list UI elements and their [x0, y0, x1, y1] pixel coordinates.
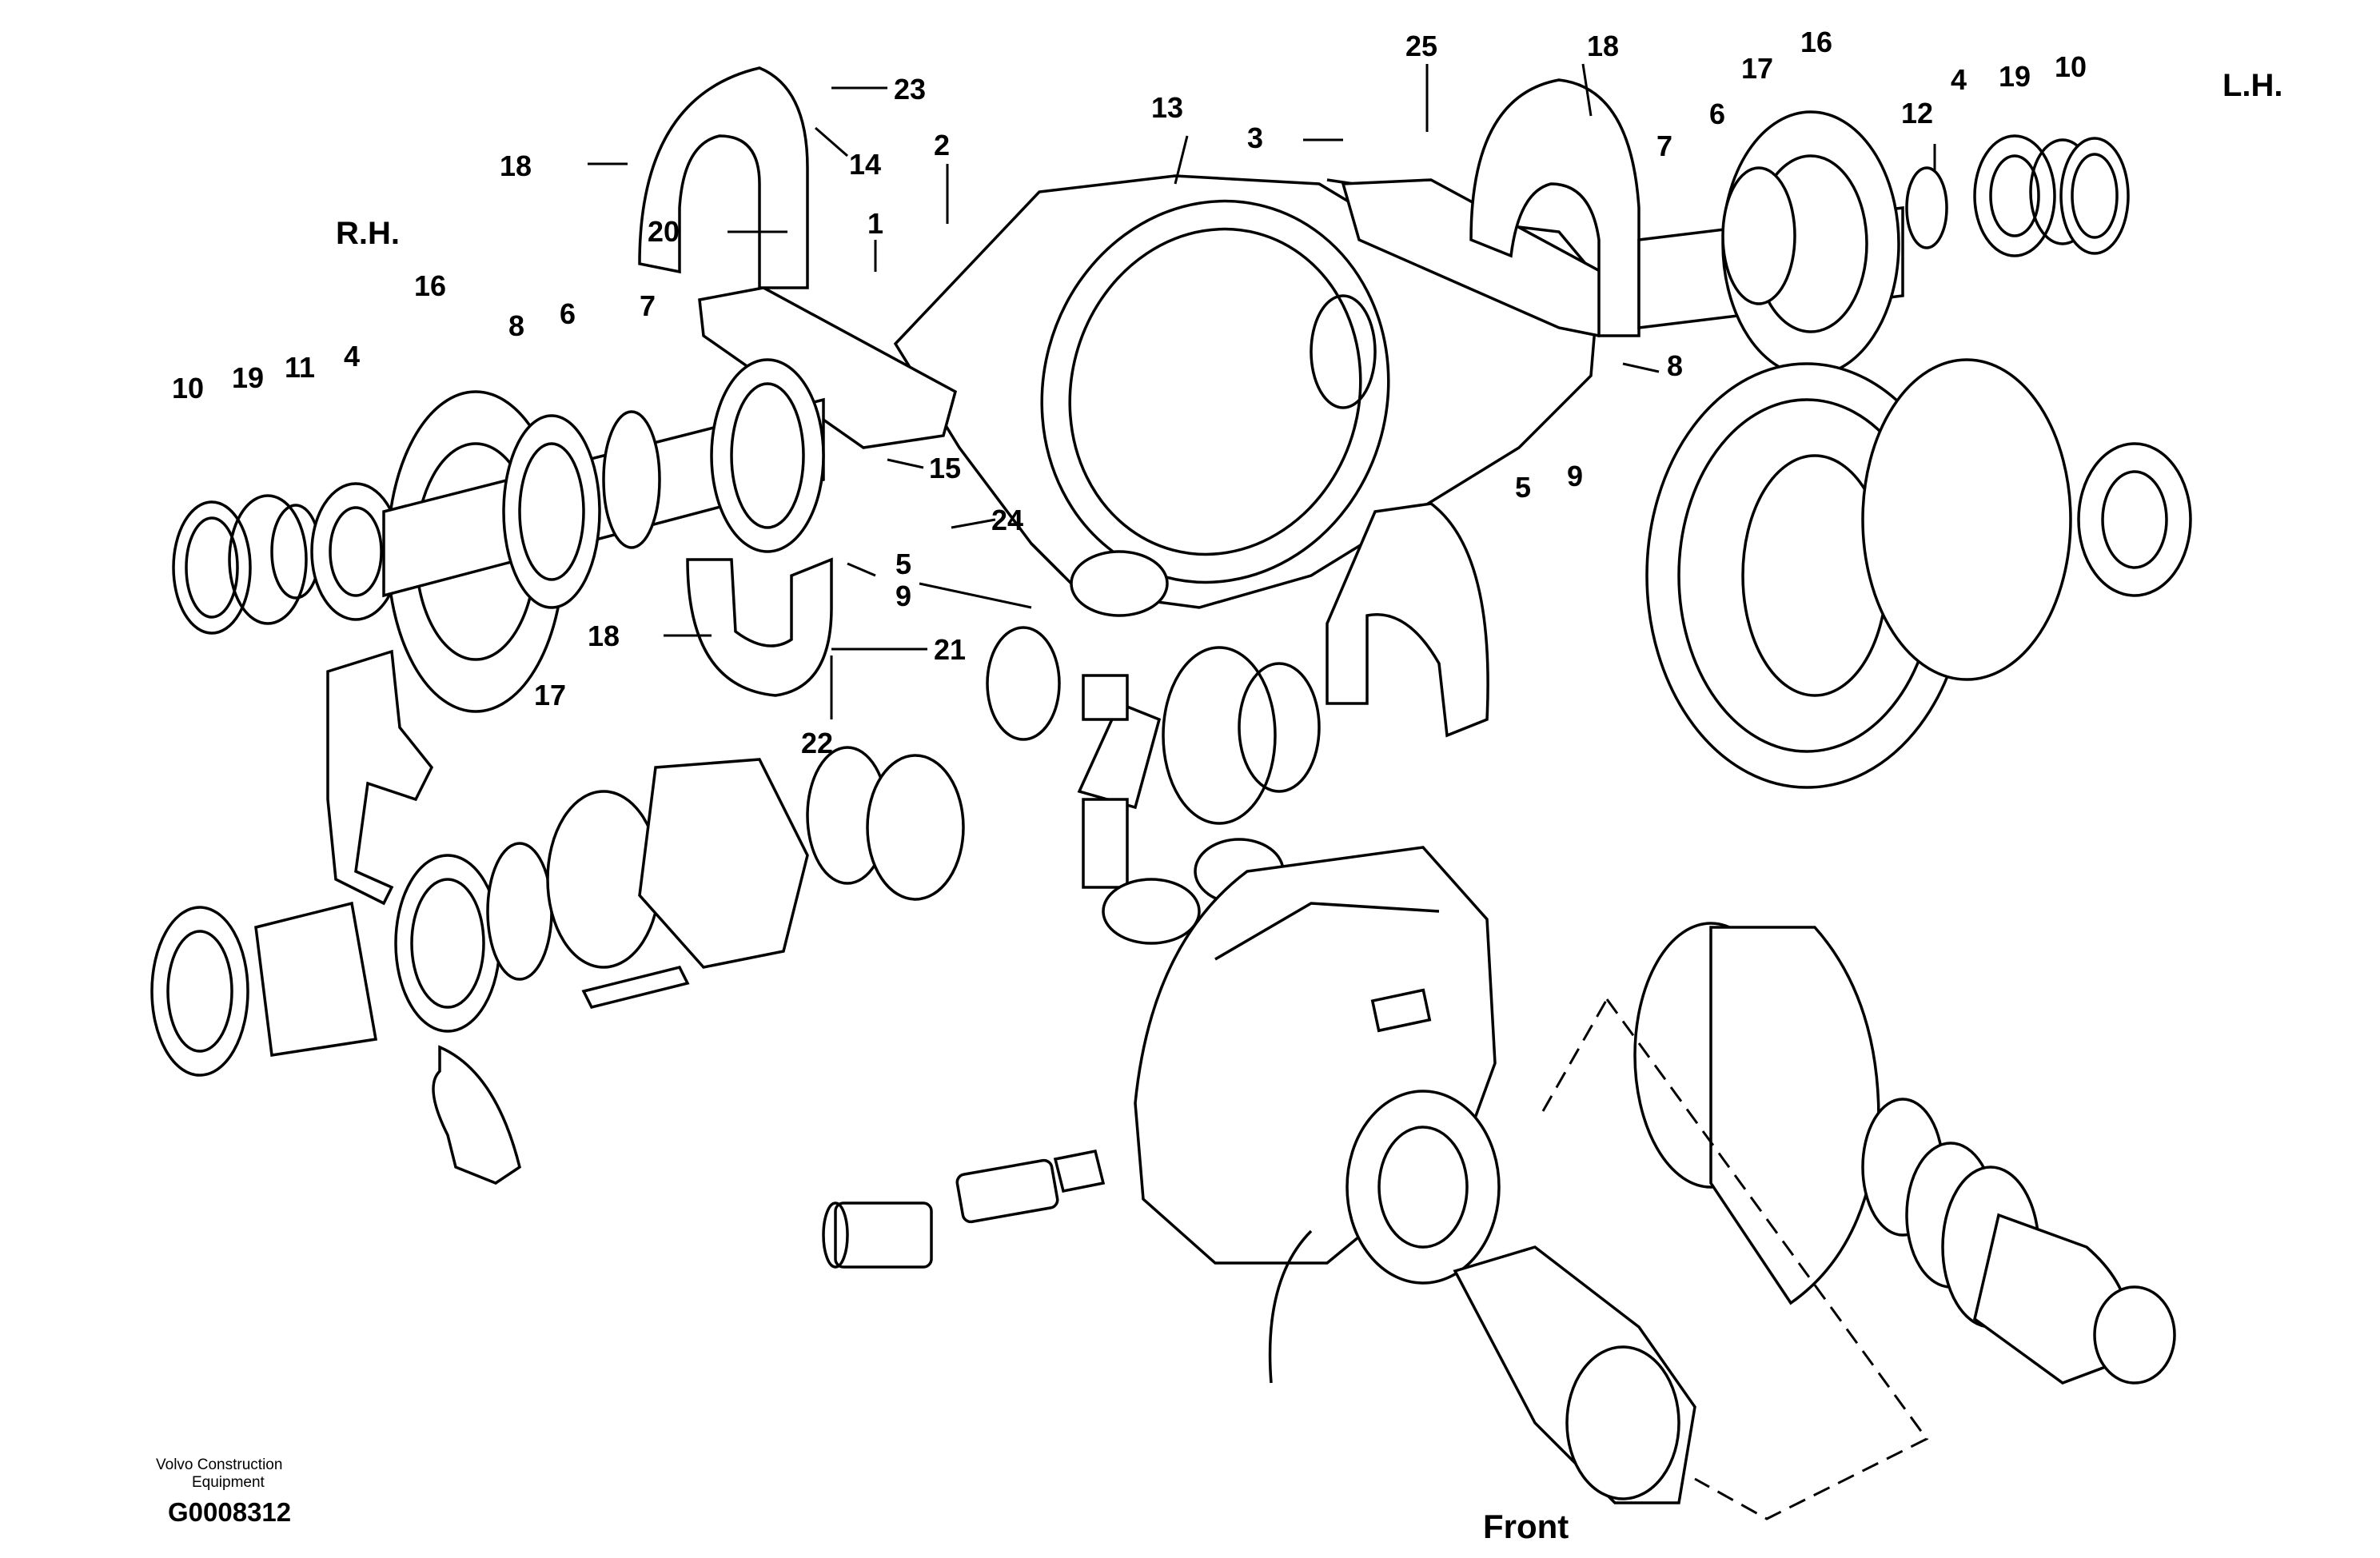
callout-14: 14 — [849, 148, 881, 181]
callout-18-rh-upper: 18 — [500, 149, 532, 182]
callout-23: 23 — [894, 73, 926, 106]
ring-gear-assembly — [1645, 358, 2192, 789]
callout-11: 11 — [285, 351, 315, 384]
callout-8-rh: 8 — [508, 309, 524, 342]
housing-cap-bracket — [1326, 502, 1489, 738]
callout-9-lh: 9 — [1567, 460, 1583, 492]
sensor-parts — [822, 1149, 1106, 1269]
callout-19-lh: 19 — [1999, 60, 2031, 93]
callout-8-lh: 8 — [1667, 349, 1683, 382]
callout-6-rh: 6 — [560, 297, 576, 330]
left-lower-carrier — [150, 649, 965, 1185]
callout-3: 3 — [1247, 122, 1263, 154]
callout-4-lh: 4 — [1951, 63, 1967, 96]
callout-15: 15 — [929, 452, 961, 484]
callout-6-lh: 6 — [1709, 98, 1725, 130]
lh-side-label: L.H. — [2223, 68, 2283, 103]
callout-9-rh: 9 — [895, 580, 911, 612]
callout-7-rh: 7 — [640, 289, 656, 322]
callout-24: 24 — [991, 504, 1023, 536]
callout-19-rh: 19 — [232, 361, 264, 394]
callout-17-rh: 17 — [534, 679, 566, 711]
callout-13: 13 — [1151, 91, 1183, 124]
callout-16-rh: 16 — [414, 269, 446, 302]
callout-7-lh: 7 — [1656, 130, 1672, 162]
rh-side-label: R.H. — [336, 216, 400, 251]
callout-20: 20 — [648, 215, 680, 248]
drawing-code: G0008312 — [168, 1497, 291, 1527]
main-carrier — [1134, 846, 1696, 1504]
callout-18-rh-lower: 18 — [588, 620, 620, 652]
pinion-cartridge — [1633, 922, 2176, 1385]
lh-shaft-assembly — [1469, 78, 2130, 377]
callout-22: 22 — [801, 727, 833, 759]
callout-5-lh: 5 — [1515, 471, 1531, 504]
callout-17-lh: 17 — [1741, 52, 1773, 85]
callout-numbers: 23 18 14 2 20 1 16 8 6 7 10 19 11 4 15 2… — [172, 26, 2087, 759]
callout-4-rh: 4 — [344, 340, 360, 373]
callout-5-rh: 5 — [895, 548, 911, 580]
front-label: Front — [1483, 1508, 1569, 1545]
callout-2: 2 — [934, 129, 950, 161]
callout-18-lh: 18 — [1587, 30, 1619, 62]
callout-21: 21 — [934, 633, 966, 666]
differential-gear-set — [986, 550, 1321, 945]
callout-10-lh: 10 — [2055, 50, 2087, 83]
callout-10-rh: 10 — [172, 372, 204, 404]
callout-1: 1 — [867, 207, 883, 240]
rh-caliper-upper — [638, 66, 809, 289]
callout-16-lh: 16 — [1800, 26, 1832, 58]
brand-line-2: Equipment — [192, 1474, 265, 1491]
axle-housing — [893, 174, 1601, 609]
rh-caliper-lower — [686, 557, 833, 697]
front-assembly-dashed-box — [1541, 998, 1929, 1520]
brand-line-1: Volvo Construction — [156, 1456, 282, 1473]
callout-25: 25 — [1405, 30, 1437, 62]
callout-12: 12 — [1901, 97, 1933, 130]
leader-lines — [588, 63, 1936, 719]
rh-shaft-assembly — [172, 358, 825, 713]
